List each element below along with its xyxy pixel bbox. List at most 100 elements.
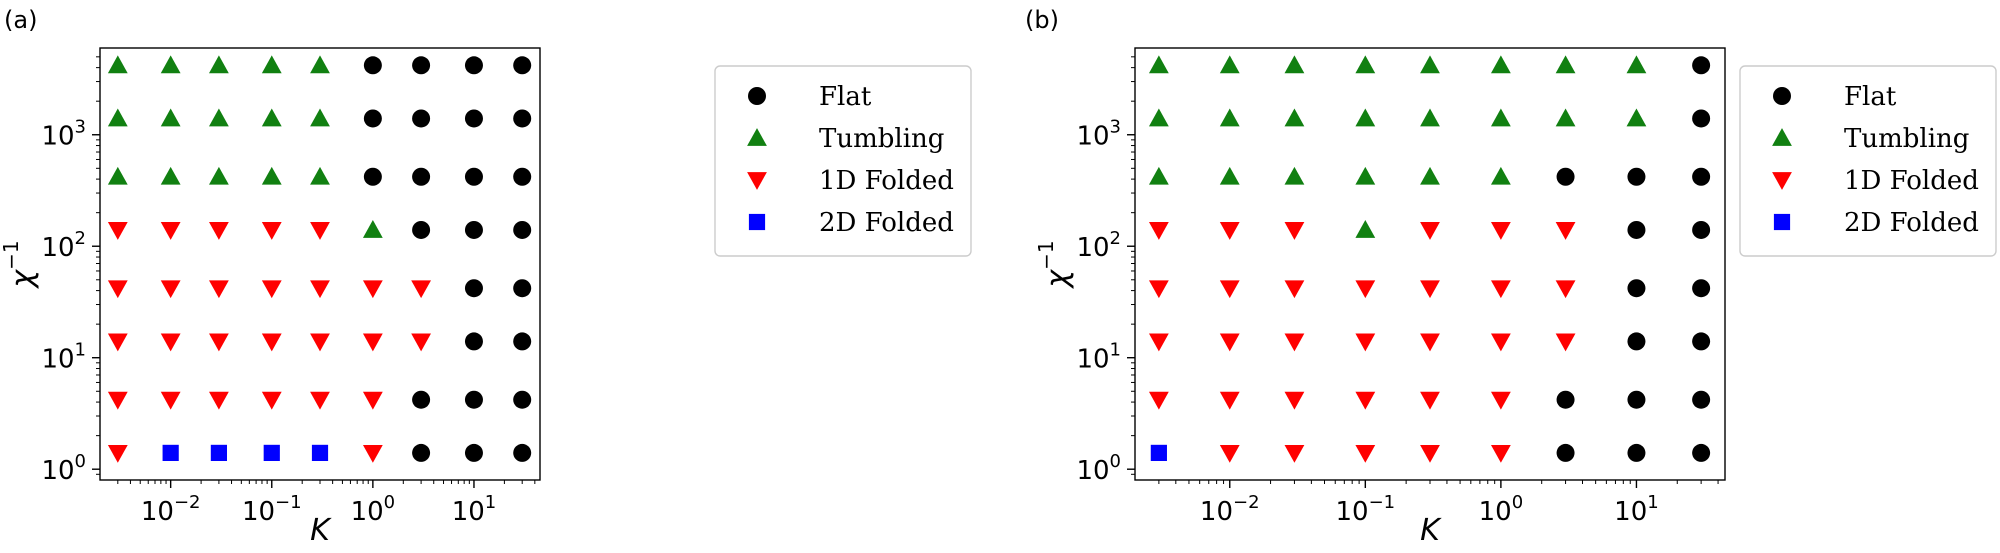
data-point-tumbling xyxy=(1284,108,1305,127)
data-point-tumbling xyxy=(107,108,128,127)
data-point-flat xyxy=(464,56,483,75)
data-point-tumbling xyxy=(1490,166,1511,185)
data-point-tumbling xyxy=(1219,108,1240,127)
data-point-tumbling xyxy=(160,166,181,185)
legend-label: 2D Folded xyxy=(1844,208,1979,238)
data-point-tumbling xyxy=(1626,55,1647,74)
data-point-1d-folded xyxy=(1420,280,1440,299)
data-point-flat xyxy=(1692,220,1711,239)
data-point-flat xyxy=(513,390,532,409)
legend-marker-tumbling xyxy=(1772,128,1792,146)
data-point-flat xyxy=(464,390,483,409)
data-point-flat xyxy=(513,56,532,75)
data-point-flat xyxy=(464,279,483,298)
data-point-tumbling xyxy=(1420,55,1440,74)
data-point-flat xyxy=(1556,167,1575,186)
data-point-1d-folded xyxy=(1355,280,1376,299)
data-point-1d-folded xyxy=(1490,444,1511,463)
data-point-1d-folded xyxy=(160,280,181,299)
data-point-flat xyxy=(363,109,382,128)
data-point-flat xyxy=(513,332,532,351)
data-point-1d-folded xyxy=(1219,222,1240,240)
data-point-1d-folded xyxy=(160,391,181,410)
y-tick-label: 102 xyxy=(1076,228,1121,263)
data-point-flat xyxy=(464,443,483,462)
data-point-tumbling xyxy=(1148,166,1169,185)
data-point-1d-folded xyxy=(1420,333,1440,352)
x-tick-label: 10−2 xyxy=(141,492,201,527)
data-point-1d-folded xyxy=(1148,222,1169,240)
data-point-tumbling xyxy=(107,166,128,185)
legend-label: Flat xyxy=(819,82,872,112)
legend-label: Tumbling xyxy=(819,124,944,154)
data-point-1d-folded xyxy=(261,280,282,299)
data-point-tumbling xyxy=(1284,166,1305,185)
data-point-flat xyxy=(412,109,431,128)
data-point-1d-folded xyxy=(1490,222,1511,240)
legend-box xyxy=(714,65,972,257)
panel-label: (b) xyxy=(1025,6,1059,34)
data-point-1d-folded xyxy=(1284,444,1305,463)
data-point-tumbling xyxy=(1284,55,1305,74)
data-point-1d-folded xyxy=(1355,444,1376,463)
data-point-1d-folded xyxy=(160,333,181,352)
data-point-flat xyxy=(1692,167,1711,186)
data-point-flat xyxy=(412,167,431,186)
legend-box xyxy=(1739,65,1997,257)
data-point-flat xyxy=(1627,167,1646,186)
data-point-1d-folded xyxy=(1219,391,1240,410)
x-tick-label: 10−1 xyxy=(242,492,302,527)
data-point-2d-folded xyxy=(162,444,179,462)
y-axis-label: χ−1 xyxy=(0,240,40,289)
data-point-flat xyxy=(464,109,483,128)
data-point-flat xyxy=(1692,56,1711,75)
data-point-tumbling xyxy=(261,108,282,127)
data-point-1d-folded xyxy=(1148,391,1169,410)
data-point-1d-folded xyxy=(1490,333,1511,352)
data-point-1d-folded xyxy=(209,391,229,410)
data-point-flat xyxy=(1692,109,1711,128)
x-tick-label: 10−2 xyxy=(1200,492,1260,527)
data-point-tumbling xyxy=(261,166,282,185)
data-point-tumbling xyxy=(160,108,181,127)
data-point-flat xyxy=(1627,390,1646,409)
data-point-tumbling xyxy=(107,55,128,74)
legend-marker-1d-folded xyxy=(747,172,767,190)
legend-label: Flat xyxy=(1844,82,1897,112)
data-point-1d-folded xyxy=(411,333,431,352)
data-point-1d-folded xyxy=(362,333,383,352)
data-point-tumbling xyxy=(1420,166,1440,185)
data-point-flat xyxy=(1692,279,1711,298)
data-point-tumbling xyxy=(1555,55,1576,74)
data-point-flat xyxy=(412,220,431,239)
data-point-flat xyxy=(363,56,382,75)
y-tick-label: 101 xyxy=(41,340,86,375)
data-point-flat xyxy=(1556,390,1575,409)
data-point-1d-folded xyxy=(261,333,282,352)
data-point-1d-folded xyxy=(261,391,282,410)
y-tick-label: 102 xyxy=(41,228,86,263)
y-tick-label: 103 xyxy=(41,117,86,152)
data-point-1d-folded xyxy=(107,333,128,352)
data-point-1d-folded xyxy=(1355,391,1376,410)
data-point-1d-folded xyxy=(1555,333,1576,352)
data-point-flat xyxy=(464,332,483,351)
data-point-2d-folded xyxy=(263,444,280,462)
data-point-flat xyxy=(513,443,532,462)
data-point-1d-folded xyxy=(107,280,128,299)
data-point-1d-folded xyxy=(1420,391,1440,410)
data-point-tumbling xyxy=(1148,108,1169,127)
data-point-flat xyxy=(363,167,382,186)
data-point-1d-folded xyxy=(1284,280,1305,299)
x-tick-label: 10−1 xyxy=(1335,492,1395,527)
data-point-1d-folded xyxy=(107,391,128,410)
data-point-flat xyxy=(412,443,431,462)
legend-marker-2d-folded xyxy=(1773,213,1791,231)
legend-label: 1D Folded xyxy=(1844,166,1979,196)
data-point-1d-folded xyxy=(209,222,229,240)
data-point-1d-folded xyxy=(362,444,383,463)
data-point-1d-folded xyxy=(310,333,330,352)
data-point-flat xyxy=(513,109,532,128)
data-point-flat xyxy=(1692,443,1711,462)
